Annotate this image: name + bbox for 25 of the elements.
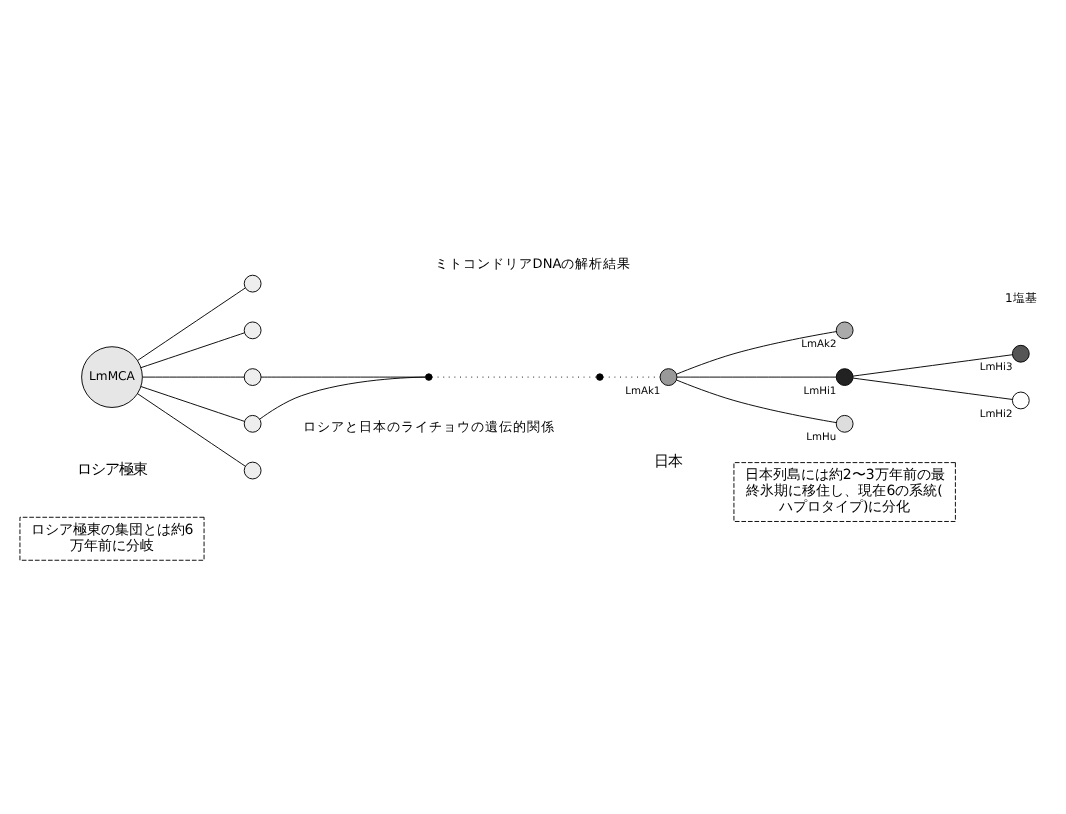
connector <box>852 377 1013 400</box>
connector <box>140 386 245 422</box>
node-circle <box>425 373 433 381</box>
connector <box>676 379 837 424</box>
node-circle <box>243 461 262 480</box>
connector <box>137 393 246 467</box>
node-circle <box>243 368 262 386</box>
connector <box>852 354 1013 377</box>
node-circle <box>835 368 854 386</box>
node-circle <box>1011 344 1030 363</box>
node-circle <box>243 274 262 293</box>
node-circle <box>1011 391 1030 410</box>
node-circle <box>596 373 604 381</box>
node-circle <box>659 368 678 386</box>
connector <box>259 376 426 420</box>
node-circle <box>243 414 262 433</box>
connector <box>137 287 246 361</box>
connector <box>676 376 837 378</box>
connector <box>260 376 426 378</box>
node-circle <box>243 321 262 340</box>
node-circle <box>835 321 854 340</box>
connector <box>140 332 245 369</box>
connector <box>676 331 837 375</box>
node-circle <box>835 414 854 433</box>
connector <box>142 376 245 378</box>
